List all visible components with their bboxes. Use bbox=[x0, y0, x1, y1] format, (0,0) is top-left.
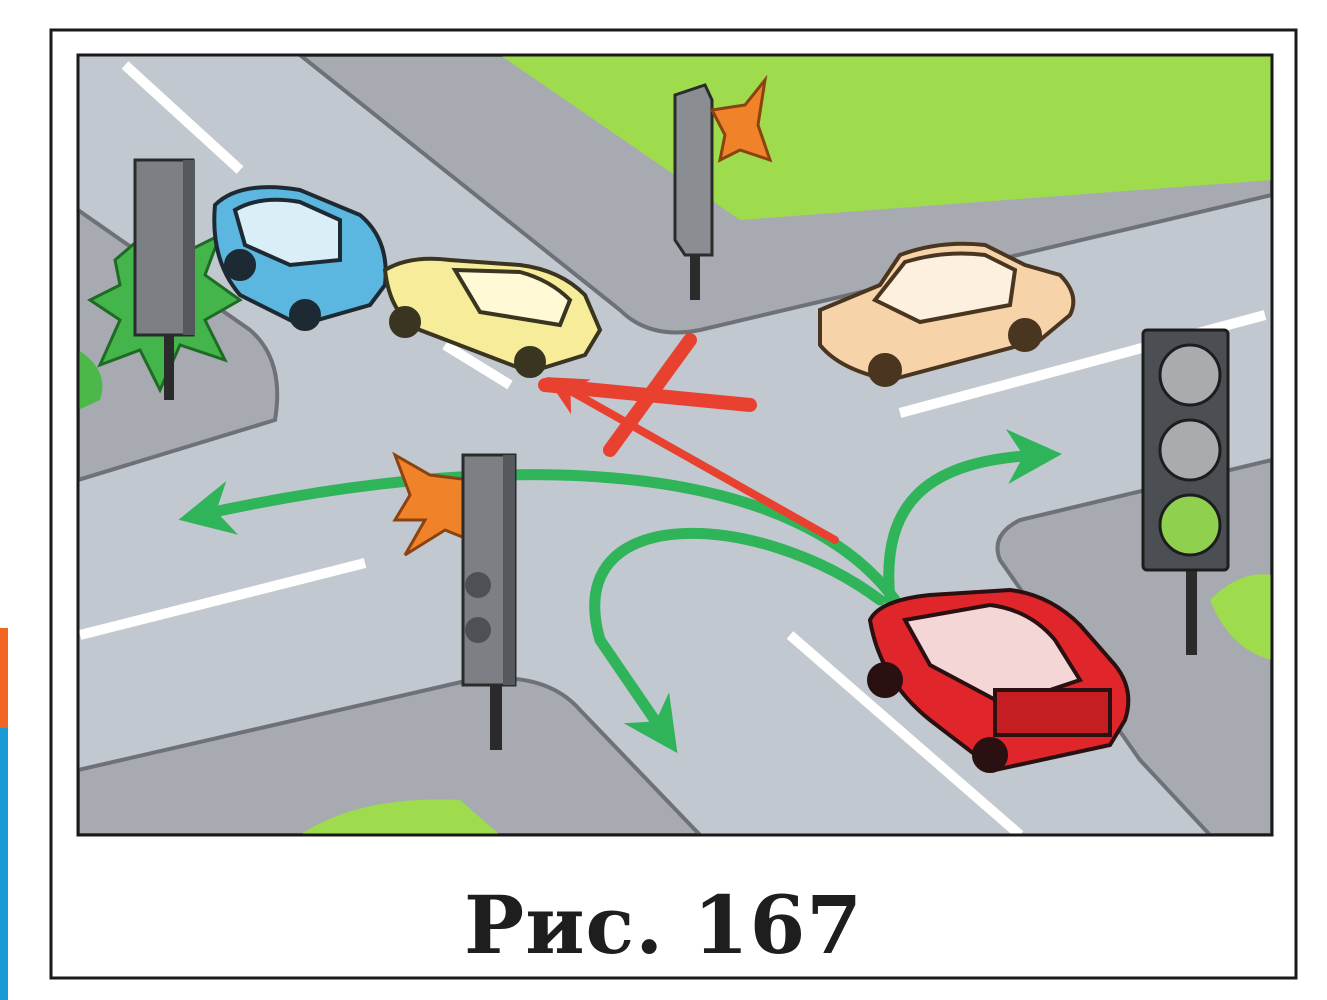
side-accent-orange bbox=[0, 628, 8, 728]
red-lamp bbox=[1160, 345, 1220, 405]
scene bbox=[78, 55, 1272, 835]
figure-caption: Рис. 167 bbox=[0, 878, 1327, 972]
green-lamp bbox=[1160, 495, 1220, 555]
yellow-lamp bbox=[1160, 420, 1220, 480]
